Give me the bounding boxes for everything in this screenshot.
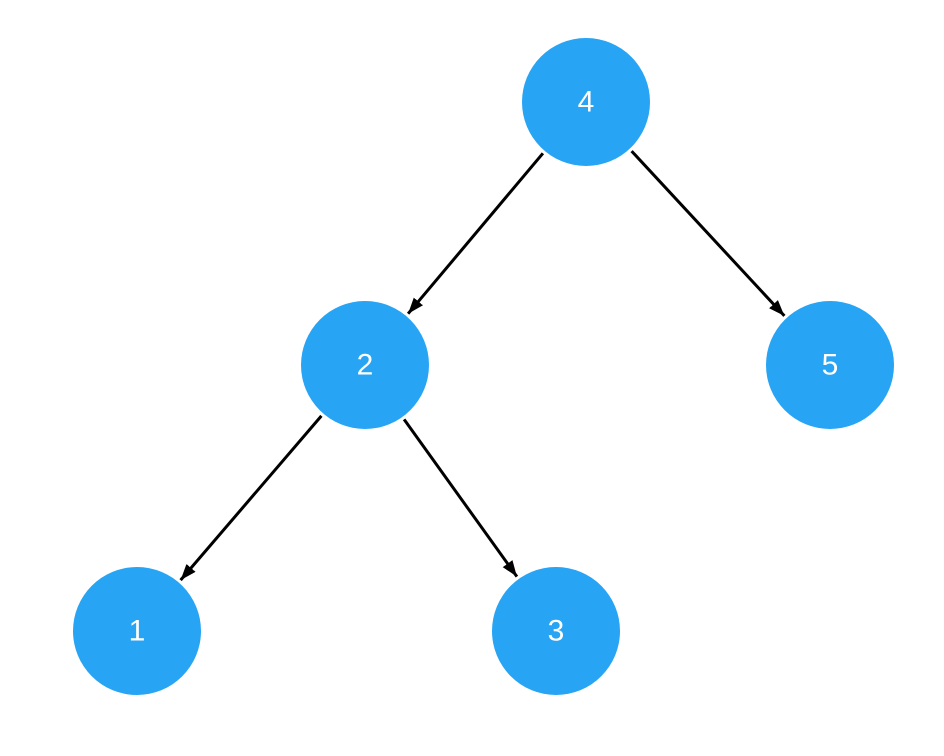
nodes-layer: 4 2 5 1 3: [73, 38, 894, 695]
node-circle-1[interactable]: [73, 567, 201, 695]
node-label-1: 1: [129, 615, 146, 648]
node-circle-3[interactable]: [492, 567, 620, 695]
node-label-5: 5: [822, 349, 839, 382]
edge-4-to-2: [406, 152, 545, 315]
node-circle-4[interactable]: [522, 38, 650, 166]
node-label-4: 4: [578, 86, 595, 119]
tree-node-1[interactable]: 1: [73, 567, 201, 695]
tree-node-5[interactable]: 5: [766, 301, 894, 429]
tree-node-2[interactable]: 2: [301, 301, 429, 429]
edge-2-to-1: [179, 414, 323, 582]
node-circle-2[interactable]: [301, 301, 429, 429]
tree-node-4[interactable]: 4: [522, 38, 650, 166]
edge-2-to-3: [402, 418, 519, 578]
edges-layer: [179, 150, 786, 582]
edge-4-to-5: [630, 150, 786, 317]
node-circle-5[interactable]: [766, 301, 894, 429]
node-label-3: 3: [548, 615, 565, 648]
tree-node-3[interactable]: 3: [492, 567, 620, 695]
node-label-2: 2: [357, 349, 374, 382]
